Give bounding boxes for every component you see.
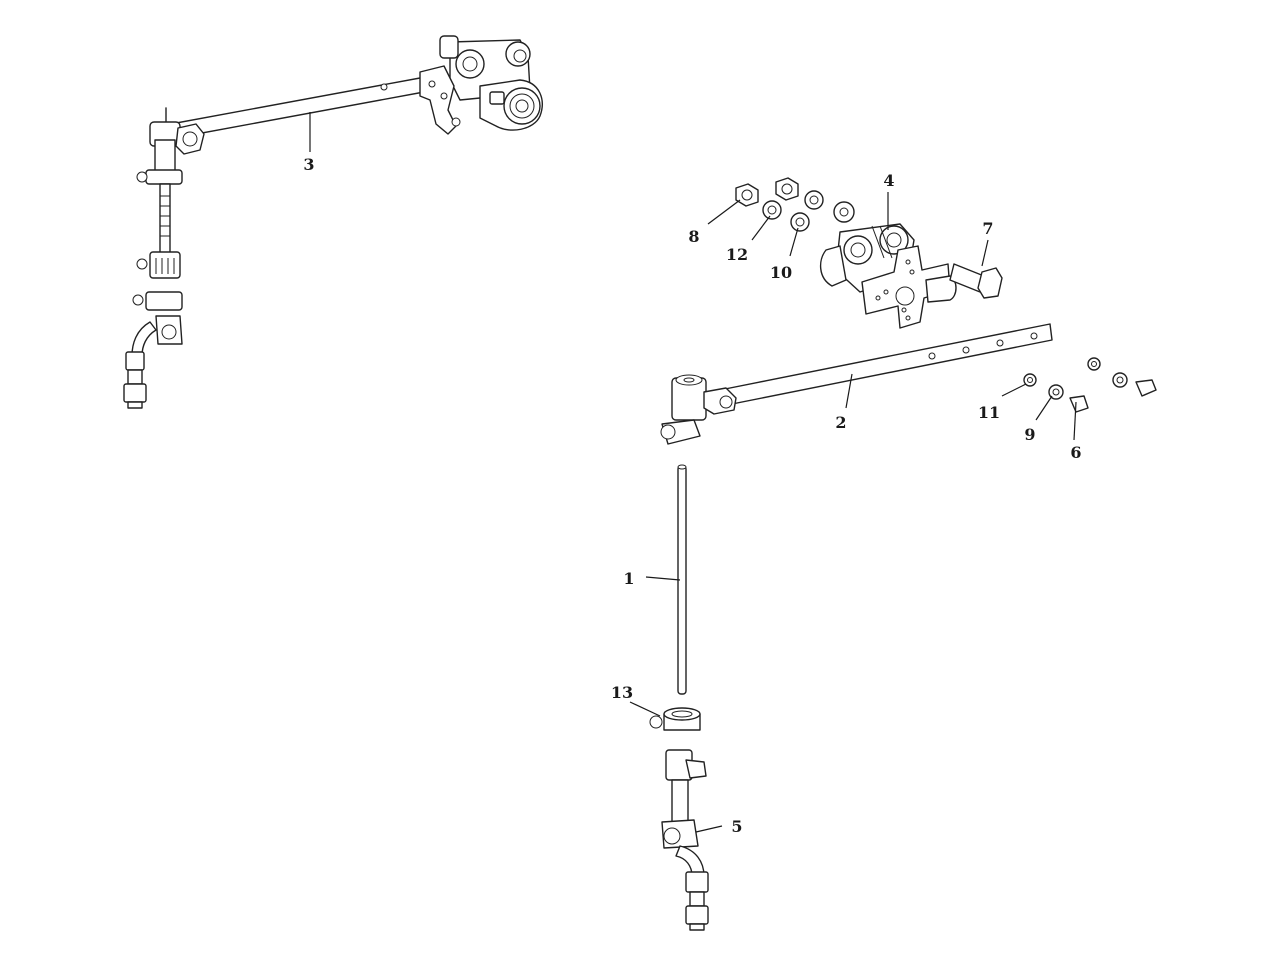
callout-9: 9 [1024, 425, 1035, 444]
callout-7: 7 [982, 219, 993, 238]
lever-arm-part-2 [660, 323, 1053, 445]
leader-lines [309, 112, 1077, 833]
rod-part-1 [677, 464, 687, 695]
callout-8: 8 [688, 227, 699, 246]
callout-2: 2 [835, 413, 846, 432]
callout-4: 4 [883, 171, 894, 190]
assembled-valve-body [419, 35, 543, 135]
hardware-group [735, 177, 1157, 413]
bolt-part-7 [949, 263, 1003, 299]
callout-13: 13 [611, 683, 633, 702]
lower-fitting-part-5 [661, 749, 709, 931]
valve-block-part-4 [819, 223, 957, 329]
callout-3: 3 [303, 155, 314, 174]
callout-11: 11 [978, 403, 1000, 422]
callout-5: 5 [731, 817, 742, 836]
clamp-collar-part-13 [649, 707, 701, 731]
callout-12: 12 [726, 245, 748, 264]
callout-10: 10 [770, 263, 792, 282]
assembled-linkage-view [123, 77, 425, 409]
callout-1: 1 [623, 569, 634, 588]
callout-6: 6 [1070, 443, 1081, 462]
